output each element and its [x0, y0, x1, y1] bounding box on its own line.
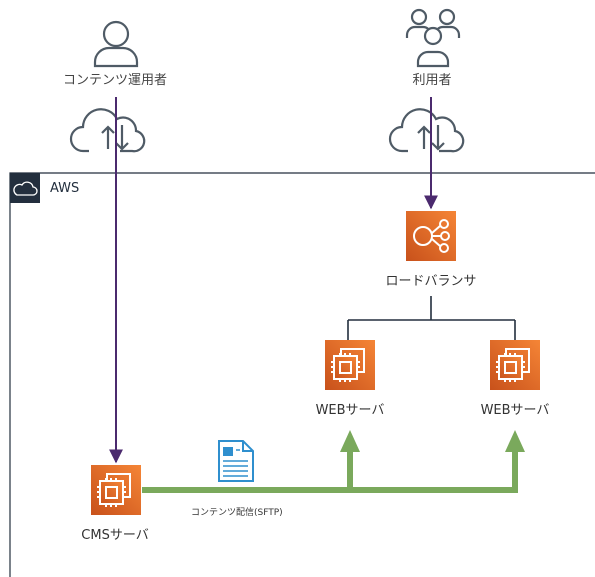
cms-server-icon [91, 465, 141, 515]
content-operator-icon [93, 20, 139, 68]
content-operator-label: コンテンツ運用者 [62, 73, 168, 88]
content-delivery-label: コンテンツ配信(SFTP) [191, 508, 283, 518]
cloud-transfer-icon-operator [69, 108, 146, 153]
web-server-2-label: WEBサーバ [480, 403, 550, 418]
content-delivery-arrow [142, 448, 518, 493]
load-balancer-label: ロードバランサ [385, 274, 477, 289]
web-server-1-label: WEBサーバ [315, 403, 385, 418]
web-server-1-icon [325, 340, 375, 390]
document-icon [218, 440, 254, 482]
cloud-transfer-icon-users [388, 108, 465, 153]
aws-cloud-label: AWS [50, 181, 80, 196]
delivery-arrowhead-web1 [340, 430, 360, 452]
lb-to-web-connectors [347, 296, 516, 340]
cms-server-label: CMSサーバ [81, 528, 149, 543]
load-balancer-icon [406, 211, 456, 261]
users-label: 利用者 [412, 73, 452, 88]
aws-cloud-boundary [9, 172, 595, 577]
web-server-2-icon [490, 340, 540, 390]
delivery-arrowhead-web2 [505, 430, 525, 452]
aws-cloud-icon [13, 181, 38, 196]
users-icon [405, 8, 461, 68]
